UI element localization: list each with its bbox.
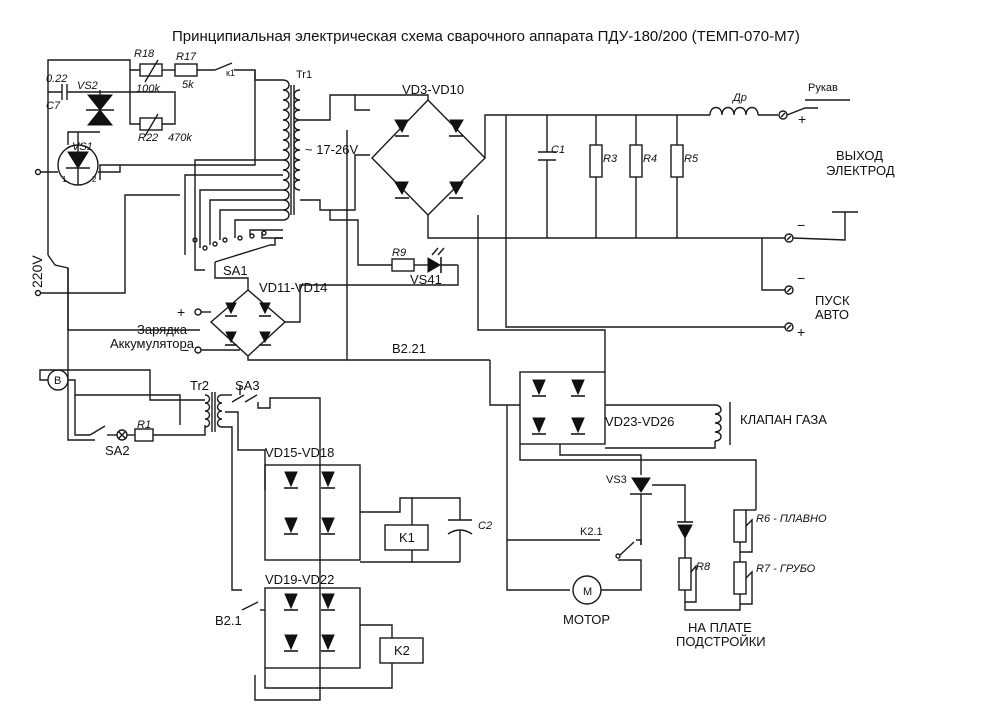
terminal-charge-minus (194, 346, 202, 354)
dr-label: Др (731, 92, 747, 104)
k1-contact-label: к1 (226, 68, 235, 78)
r18-label: R18 (134, 48, 155, 60)
vyhod-label: ВЫХОД (836, 148, 883, 163)
k1-relay (384, 524, 429, 551)
plus-out-label: + (798, 111, 806, 127)
vd3-vd10-label: VD3-VD10 (402, 82, 464, 97)
c1-label: C1 (551, 144, 565, 156)
r3-label: R3 (603, 153, 618, 165)
podstroyki-label: ПОДСТРОЙКИ (676, 634, 766, 649)
v220-label: 220V (29, 255, 45, 288)
r4-label: R4 (643, 153, 657, 165)
sa1-label: SA1 (223, 263, 248, 278)
vd19-vd22-bridge (264, 587, 361, 669)
k2-label: K2 (394, 643, 410, 658)
r1-label: R1 (137, 419, 151, 431)
tr1-transformer (282, 79, 301, 221)
c1-capacitor (538, 115, 556, 238)
terminal-220-top (34, 168, 42, 176)
vs1-pin1-label: 1 (62, 175, 67, 184)
sa1-tap-wires (184, 159, 283, 275)
elektrod-label: ЭЛЕКТРОД (826, 163, 895, 178)
vs3-thyristor (630, 477, 652, 545)
vd11-vd14-bridge (209, 289, 287, 357)
terminal-220-bottom (34, 289, 42, 297)
vs3-label: VS3 (606, 474, 627, 486)
gas-valve-coil (714, 402, 731, 445)
vd19-vd22-label: VD19-VD22 (265, 572, 334, 587)
r3-resistor (589, 115, 603, 238)
schematic-title: Принципиальная электрическая схема сваро… (172, 28, 800, 45)
k2-relay (379, 637, 424, 664)
vs1-pin2-label: 2 (92, 175, 97, 184)
r9-led-branch (347, 247, 459, 286)
sa2-label: SA2 (105, 443, 130, 458)
vs1-thyristor (57, 132, 99, 186)
r18-value-label: 100k (136, 83, 160, 95)
vs2-label: VS2 (77, 80, 98, 92)
k21-label: K2.1 (580, 526, 603, 538)
motor-label: МОТОР (563, 612, 610, 627)
b221-label: B2.21 (392, 341, 426, 356)
avto-label: АВТО (815, 307, 849, 322)
tr2-label: Tr2 (190, 378, 209, 393)
rukav-label: Рукав (808, 82, 838, 94)
c2-capacitor (447, 519, 473, 562)
motor-symbol-label: M (583, 586, 592, 598)
r4-resistor (629, 115, 643, 238)
pusk-label: ПУСК (815, 293, 850, 308)
r22-value-label: 470k (168, 132, 192, 144)
r6-label: R6 - ПЛАВНО (756, 513, 827, 525)
minus-pusk-label: − (797, 270, 805, 286)
vs1-label: VS1 (72, 141, 93, 153)
vd11-vd14-label: VD11-VD14 (259, 280, 327, 295)
r5-resistor (670, 115, 684, 238)
r8-label: R8 (696, 561, 711, 573)
minus-charge-label: − (181, 342, 189, 358)
akkumulyatora-label: Аккумулятора (110, 336, 195, 351)
terminal-charge-plus (194, 308, 202, 316)
r9-label: R9 (392, 247, 406, 259)
fan-b-label: B (54, 375, 61, 387)
vd3-vd10-bridge (371, 98, 486, 216)
b21-label: B2.1 (215, 613, 242, 628)
c7-label: C7 (46, 100, 61, 112)
r8-trimmer (678, 557, 697, 603)
sa1-contacts (192, 230, 267, 251)
zaryadka-label: Зарядка (137, 322, 188, 337)
tr2-transformer (204, 392, 223, 432)
r6-potentiometer (733, 509, 753, 553)
vs2-triac (86, 92, 114, 126)
diode-r8-branch (677, 510, 693, 558)
klapan-label: КЛАПАН ГАЗА (740, 412, 827, 427)
r17-label: R17 (176, 51, 197, 63)
vs41-label: VS41 (410, 272, 442, 287)
choke-dr (709, 106, 778, 116)
plus-avto-label: + (797, 324, 805, 340)
tr1-label: Tr1 (296, 69, 312, 81)
vd15-vd18-bridge (264, 464, 361, 561)
voltage-label: ~ 17-26V (305, 142, 358, 157)
terminal-pusk-minus (784, 285, 794, 295)
c7-value-label: 0.22 (46, 73, 67, 85)
vd15-vd18-label: VD15-VD18 (265, 445, 334, 460)
plus-charge-label: + (177, 304, 185, 320)
r7-potentiometer (733, 561, 753, 605)
r17-value-label: 5k (182, 79, 194, 91)
r22-label: R22 (138, 132, 158, 144)
vd23-vd26-bridge (519, 371, 606, 445)
vd23-vd26-label: VD23-VD26 (605, 414, 674, 429)
minus-out-label: − (797, 217, 805, 233)
wire-group-upper-left (47, 59, 256, 255)
k1-label: K1 (399, 530, 415, 545)
r7-label: R7 - ГРУБО (756, 563, 816, 575)
c2-label: C2 (478, 520, 492, 532)
r5-label: R5 (684, 153, 699, 165)
na-plate-label: НА ПЛАТЕ (688, 620, 752, 635)
sa3-label: SA3 (235, 378, 260, 393)
terminal-pusk-plus (784, 322, 794, 332)
